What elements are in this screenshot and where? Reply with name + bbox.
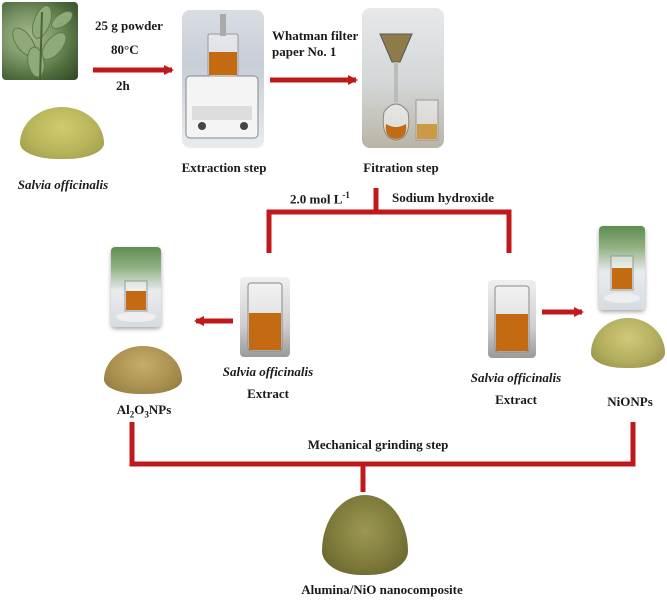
nio-powder-pile — [591, 318, 665, 368]
salvia-leaves-photo — [2, 2, 78, 80]
alumina-al: Al — [116, 402, 130, 417]
grinding-bracket — [129, 422, 636, 467]
alumina-nps: NPs — [148, 402, 172, 417]
concentration-label: 2.0 mol L-1 — [290, 190, 350, 207]
grinding-step-label: Mechanical grinding step — [307, 437, 449, 452]
alumina-powder-pile — [104, 346, 182, 394]
filtration-step-label: Fitration step — [363, 160, 439, 175]
beaker-icon — [247, 282, 283, 352]
plant-name-label: Salvia officinalis — [17, 177, 109, 192]
beaker-icon — [494, 285, 530, 353]
nio-nps-label: NiONPs — [607, 394, 653, 409]
powder-amount-label: 25 g powder — [95, 18, 163, 33]
extraction-step-label: Extraction step — [181, 160, 267, 175]
left-extract-plant-label: Salvia officinalis — [222, 364, 314, 379]
reagent-label: Sodium hydroxide — [392, 190, 494, 205]
alumina-o: O — [134, 402, 145, 417]
beaker-icon — [604, 255, 640, 303]
concentration-exponent: -1 — [342, 190, 350, 200]
filtration-photo — [362, 8, 444, 148]
right-extract-photo — [488, 280, 536, 358]
right-extract-plant-label: Salvia officinalis — [470, 370, 562, 385]
hotplate-stirrer-icon — [185, 14, 259, 139]
filter-paper-label-line2: paper No. 1 — [272, 44, 337, 59]
filter-paper-label-line1: Whatman filter — [272, 28, 359, 43]
nanocomposite-label: Alumina/NiO nanocomposite — [301, 582, 463, 597]
beaker-icon — [116, 280, 156, 322]
left-extract-photo — [240, 277, 290, 357]
split-bracket — [266, 209, 512, 253]
left-extract-word-label: Extract — [247, 386, 289, 401]
alumina-nps-label: Al2O3NPs — [117, 402, 172, 420]
nio-synthesis-photo — [599, 226, 645, 310]
extraction-photo — [182, 10, 264, 148]
filter-funnel-icon — [379, 33, 439, 141]
concentration-value: 2.0 mol L — [290, 191, 343, 207]
nanocomposite-powder-pile — [322, 495, 408, 575]
alumina-sub2: 2 — [129, 409, 135, 420]
leaf-photo-icon — [12, 5, 73, 80]
duration-label: 2h — [116, 78, 130, 93]
alumina-synthesis-photo — [111, 247, 161, 327]
alumina-sub3: 3 — [144, 409, 149, 420]
right-extract-word-label: Extract — [495, 392, 537, 407]
temperature-label: 80°C — [111, 42, 139, 57]
sage-powder-pile — [20, 107, 104, 159]
